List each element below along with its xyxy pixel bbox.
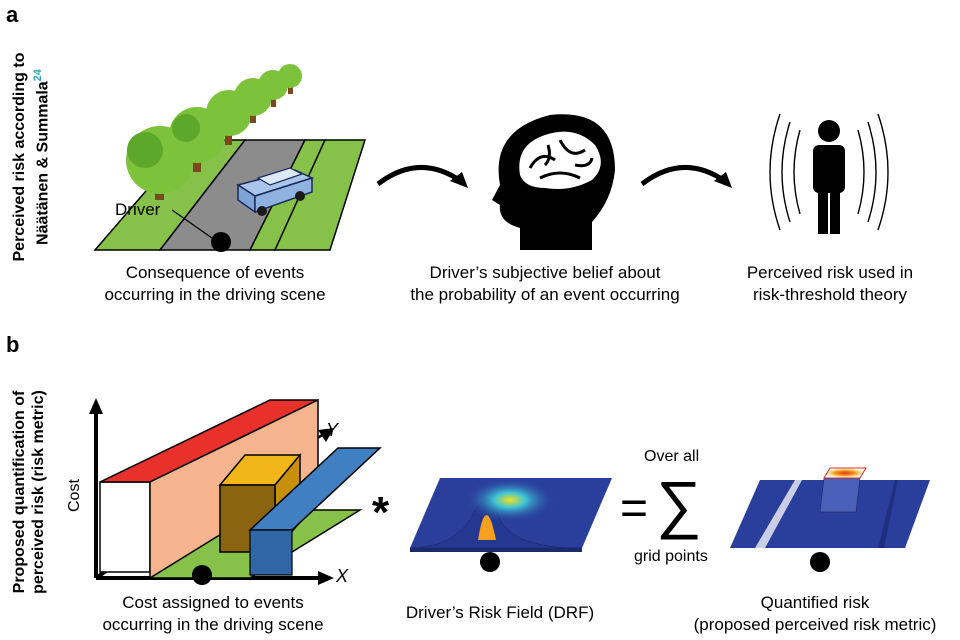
caption-line: Quantified risk [760, 593, 870, 612]
sum-label-bottom: grid points [634, 548, 708, 565]
caption-subjective-belief: Driver’s subjective belief about the pro… [395, 262, 695, 306]
arrow-1-icon [376, 165, 464, 186]
caption-line: Cost assigned to events [122, 593, 304, 612]
driver-label: Driver [115, 200, 161, 219]
caption-line: Perceived risk used in [746, 263, 914, 282]
caption-cost-assigned: Cost assigned to events occurring in the… [78, 592, 348, 636]
quantified-risk-plot [730, 467, 930, 572]
caption-line: Consequence of events [125, 263, 305, 282]
caption-perceived-risk: Perceived risk used in risk-threshold th… [720, 262, 940, 306]
panel-a-letter: a [6, 2, 19, 27]
driver-leader-line [171, 209, 213, 239]
road-scene-illustration [93, 64, 367, 252]
x-axis-label: X [336, 566, 349, 586]
drf-surface-plot [409, 478, 612, 572]
caption-line: risk-threshold theory [752, 285, 907, 304]
arrow-2-icon [640, 165, 728, 186]
caption-quantified-risk: Quantified risk (proposed perceived risk… [680, 592, 950, 636]
summation-icon: ∑ [656, 468, 702, 540]
driver-marker-b [192, 565, 212, 585]
driver-marker-drf [480, 552, 500, 572]
driver-position-marker [211, 232, 231, 252]
caption-line: (proposed perceived risk metric) [693, 615, 937, 634]
caption-line: the probability of an event occurring [410, 285, 680, 304]
panel-b-side-label-line1: Proposed quantification of [11, 390, 28, 594]
caption-consequence: Consequence of events occurring in the d… [70, 262, 360, 306]
panel-b-letter: b [6, 332, 20, 357]
cost-axis-label: Cost [66, 479, 83, 512]
person-risk-icon [769, 113, 889, 234]
convolution-symbol: * [372, 488, 390, 537]
caption-line: Driver’s Risk Field (DRF) [405, 603, 595, 622]
cost-3d-diagram [89, 398, 382, 585]
y-axis-label: Y [326, 420, 339, 440]
tree-row [126, 64, 302, 200]
caption-drf: Driver’s Risk Field (DRF) [380, 602, 620, 624]
panel-b-side-label: Proposed quantification of perceived ris… [10, 352, 48, 632]
panel-b-side-label-line2: perceived risk (risk metric) [30, 390, 47, 594]
equals-symbol: = [620, 482, 649, 535]
car-icon [236, 167, 315, 216]
caption-line: occurring in the driving scene [104, 285, 326, 304]
caption-line: Driver’s subjective belief about [429, 263, 661, 282]
brain-head-icon [492, 114, 615, 250]
sum-label-top: Over all [644, 448, 700, 465]
caption-line: occurring in the driving scene [102, 615, 324, 634]
driver-marker-risk [810, 552, 830, 572]
